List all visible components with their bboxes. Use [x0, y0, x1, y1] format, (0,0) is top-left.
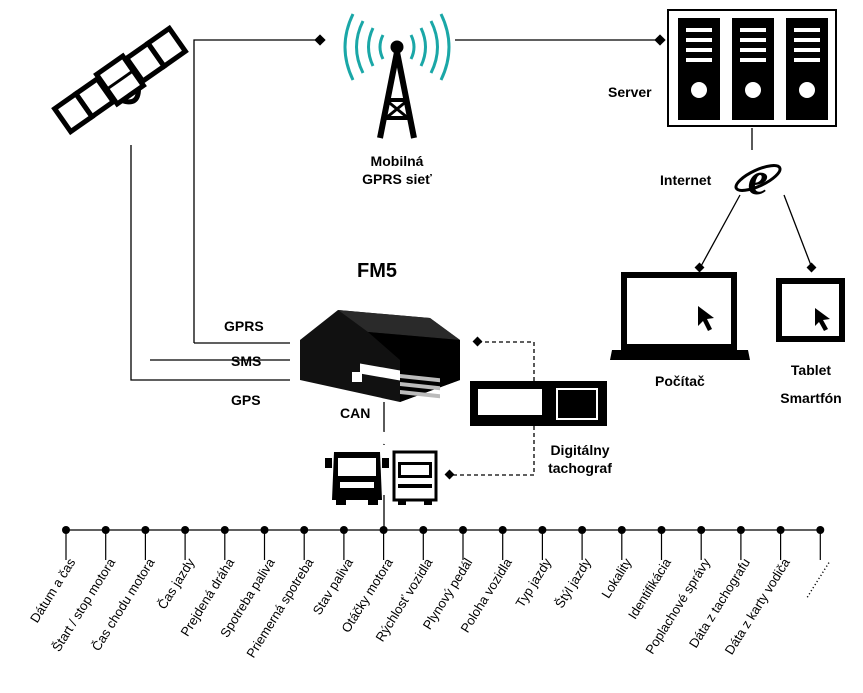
gps-link-label: GPS	[231, 392, 261, 408]
tachograph-label-line1: Digitálny	[550, 442, 610, 458]
can-link-label: CAN	[340, 405, 371, 421]
antenna-tower-icon	[343, 13, 451, 139]
laptop-icon	[610, 272, 750, 360]
device-name: FM5	[357, 260, 397, 282]
internet-explorer-icon: e	[734, 153, 782, 204]
sms-link-label: SMS	[231, 353, 262, 369]
connection-endpoints	[314, 34, 817, 480]
computer-label: Počítač	[655, 373, 705, 389]
server-label: Server	[608, 84, 652, 100]
tachograph-icon	[470, 381, 607, 426]
tablet-icon	[776, 278, 845, 342]
network-label-line2: GPRS sieť	[362, 171, 432, 187]
tablet-label-line1: Tablet	[790, 362, 832, 378]
truck-icon	[325, 452, 389, 505]
network-label-line1: Mobilná	[370, 153, 424, 169]
tablet-label: Tablet Smartfón	[766, 356, 856, 412]
tachograph-label: Digitálny tachograf	[535, 441, 625, 477]
tachograph-label-line2: tachograf	[548, 460, 612, 476]
van-icon	[392, 450, 438, 505]
network-label: Mobilná GPRS sieť	[337, 152, 457, 188]
internet-label: Internet	[660, 172, 712, 188]
satellite-icon	[51, 24, 189, 136]
tablet-label-line2: Smartfón	[780, 390, 842, 406]
server-icon	[667, 9, 837, 127]
fm5-device-icon	[300, 310, 460, 446]
gprs-link-label: GPRS	[224, 318, 264, 334]
connection-lines	[66, 39, 820, 531]
svg-text:e: e	[748, 153, 768, 204]
